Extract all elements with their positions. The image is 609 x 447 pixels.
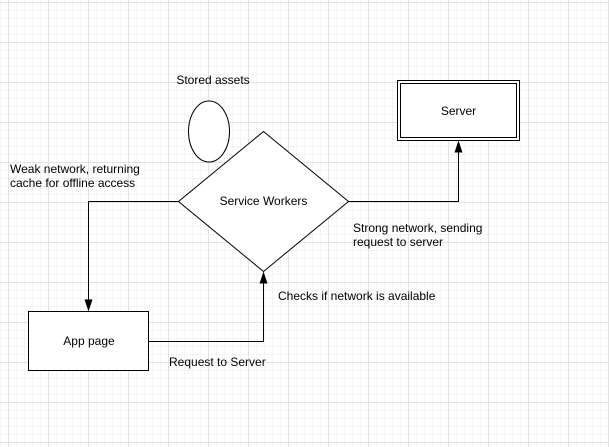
node-server[interactable] [397, 80, 520, 141]
edge-label-strong-network[interactable]: Strong network, sending request to serve… [353, 221, 483, 249]
node-label-service-workers: Service Workers [219, 194, 308, 208]
edge-request-to-server[interactable] [148, 271, 268, 342]
node-server-inner-border [400, 83, 517, 138]
edge-strong-network[interactable] [348, 140, 463, 202]
node-label-app-page: App page [63, 334, 115, 348]
edge-weak-network[interactable] [84, 201, 179, 312]
node-label-stored-assets: Stored assets [176, 73, 250, 87]
node-app-page[interactable] [28, 311, 149, 371]
edge-label-request-to-server[interactable]: Request to Server [169, 355, 266, 369]
node-stored-assets[interactable] [188, 100, 230, 163]
node-label-server: Server [440, 104, 477, 118]
edge-label-weak-network[interactable]: Weak network, returning cache for offlin… [10, 162, 140, 190]
edge-label-checks-network[interactable]: Checks if network is available [278, 289, 436, 303]
